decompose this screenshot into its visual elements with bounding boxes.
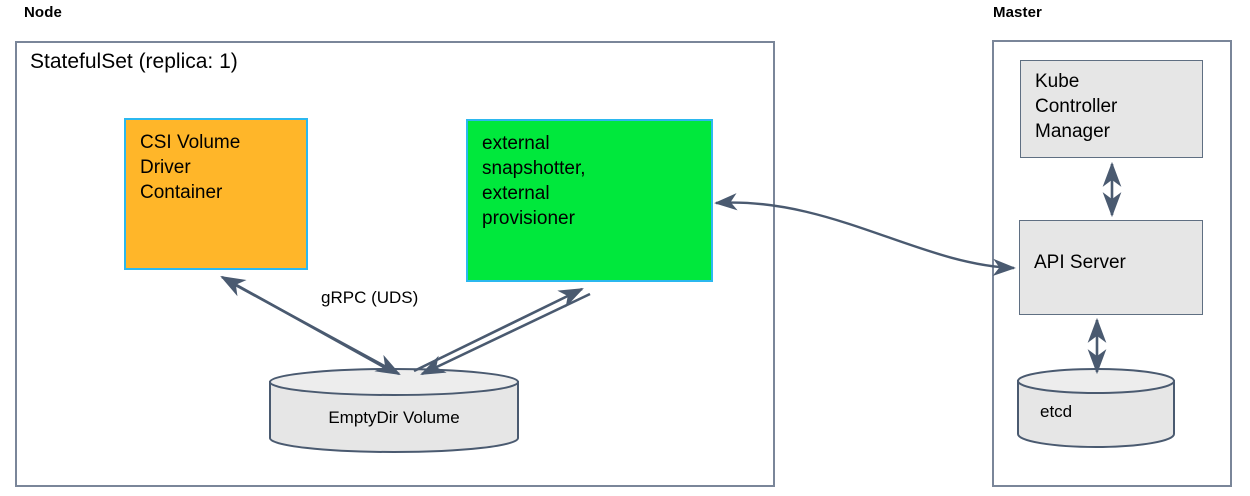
csi-driver-line-3: Container <box>140 182 223 204</box>
external-sidecars-box[interactable]: external snapshotter, external provision… <box>466 119 713 282</box>
api-server-box[interactable]: API Server <box>1019 220 1203 315</box>
node-group-label: Node <box>24 4 62 21</box>
database-cylinder-icon <box>269 368 519 453</box>
sidecar-line-4: provisioner <box>482 208 575 230</box>
emptydir-volume-cylinder[interactable]: EmptyDir Volume <box>268 368 520 453</box>
csi-volume-driver-container-box[interactable]: CSI Volume Driver Container <box>124 118 308 270</box>
statefulset-title: StatefulSet (replica: 1) <box>30 50 238 73</box>
etcd-cylinder[interactable]: etcd <box>1016 368 1176 448</box>
api-server-label: API Server <box>1034 252 1126 273</box>
kcm-line-2: Controller <box>1035 96 1118 118</box>
kube-controller-manager-box[interactable]: Kube Controller Manager <box>1020 60 1203 158</box>
kcm-line-3: Manager <box>1035 121 1110 143</box>
database-cylinder-icon <box>1017 368 1175 448</box>
sidecar-line-2: snapshotter, <box>482 158 586 180</box>
sidecar-line-3: external <box>482 183 550 205</box>
kcm-line-1: Kube <box>1035 71 1080 92</box>
csi-driver-line-1: CSI Volume <box>140 132 241 153</box>
master-group-label: Master <box>993 4 1042 21</box>
grpc-uds-edge-label: gRPC (UDS) <box>321 288 419 307</box>
csi-driver-line-2: Driver <box>140 157 191 179</box>
sidecar-line-1: external <box>482 133 550 154</box>
